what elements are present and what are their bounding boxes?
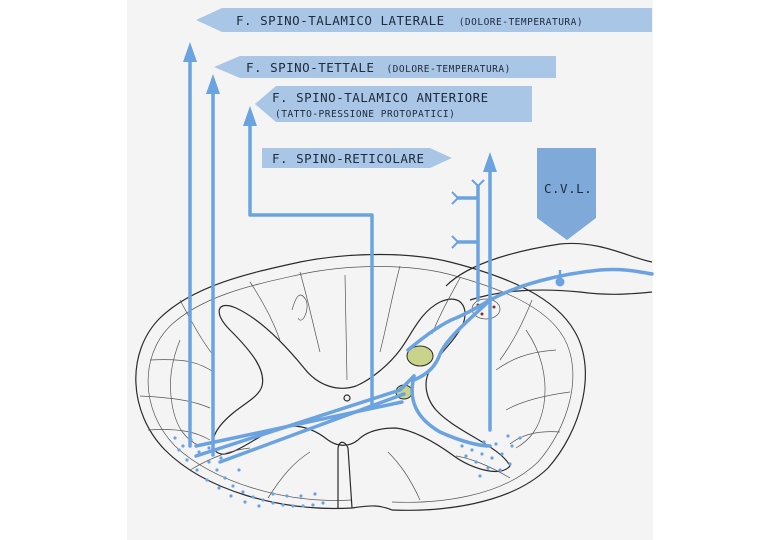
- cord-inner-boundary: [147, 266, 574, 503]
- dotted-region-right: [460, 434, 522, 478]
- background-panel: [127, 0, 653, 540]
- label-spino-reticolare: F. SPINO-RETICOLARE: [262, 148, 452, 168]
- banner-arrow-3: [255, 86, 532, 122]
- svg-text:C.V.L.: C.V.L.: [544, 181, 592, 196]
- arrowhead-reticolare: [483, 152, 497, 172]
- arrowheads: [183, 42, 497, 172]
- path-collaterals: [456, 184, 480, 302]
- svg-text:F. SPINO-TALAMICO ANTERIORE: F. SPINO-TALAMICO ANTERIORE: [272, 90, 489, 105]
- svg-text:F. SPINO-TETTALE (DOLORE-TEMPE: F. SPINO-TETTALE (DOLORE-TEMPERATURA): [246, 60, 511, 75]
- posterior-septum: [344, 274, 348, 381]
- label-spino-talamico-laterale: F. SPINO-TALAMICO LATERALE (DOLORE-TEMPE…: [196, 8, 652, 32]
- dotted-region-left: [173, 436, 325, 508]
- path-spino-talamico-anteriore: [248, 120, 374, 406]
- arrowhead-laterale: [183, 42, 197, 62]
- path-afferent: [488, 267, 654, 302]
- dorsal-root: [445, 242, 653, 287]
- arrowhead-tettale: [206, 74, 220, 94]
- path-local-loop: [410, 374, 492, 448]
- dorsal-root-lower: [469, 289, 653, 301]
- svg-text:F. SPINO-TALAMICO LATERALE (DO: F. SPINO-TALAMICO LATERALE (DOLORE-TEMPE…: [236, 13, 583, 28]
- collateral-tips: [451, 179, 485, 249]
- path-right-horn-loop: [412, 298, 492, 382]
- gray-matter: [212, 298, 511, 473]
- white-matter-lines: [139, 265, 571, 501]
- central-canal: [343, 394, 351, 402]
- svg-text:F. SPINO-RETICOLARE: F. SPINO-RETICOLARE: [272, 151, 425, 166]
- cvl-arrow: [537, 148, 596, 240]
- path-dorsal-horn: [406, 298, 492, 352]
- label-spino-tettale: F. SPINO-TETTALE (DOLORE-TEMPERATURA): [214, 56, 556, 78]
- path-decussation-2: [218, 392, 406, 464]
- svg-text:(TATTO-PRESSIONE PROTOPATICI): (TATTO-PRESSIONE PROTOPATICI): [275, 109, 455, 120]
- label-spino-talamico-anteriore: F. SPINO-TALAMICO ANTERIORE (TATTO-PRESS…: [255, 86, 532, 122]
- substantia-gelatinosa: [406, 345, 434, 367]
- banner-arrow-1: [196, 8, 652, 32]
- arrowhead-anteriore: [243, 106, 257, 126]
- tract-pathways: [188, 58, 654, 464]
- banner-arrow-4: [262, 148, 452, 168]
- banner-arrow-2: [214, 56, 556, 78]
- cord-outer-boundary: [135, 253, 586, 511]
- path-decussation-1: [194, 374, 416, 458]
- label-cvl: C.V.L.: [537, 148, 596, 240]
- ganglion-cell: [555, 277, 565, 287]
- path-decussation-3: [194, 400, 404, 448]
- anterior-median-fissure: [337, 441, 353, 509]
